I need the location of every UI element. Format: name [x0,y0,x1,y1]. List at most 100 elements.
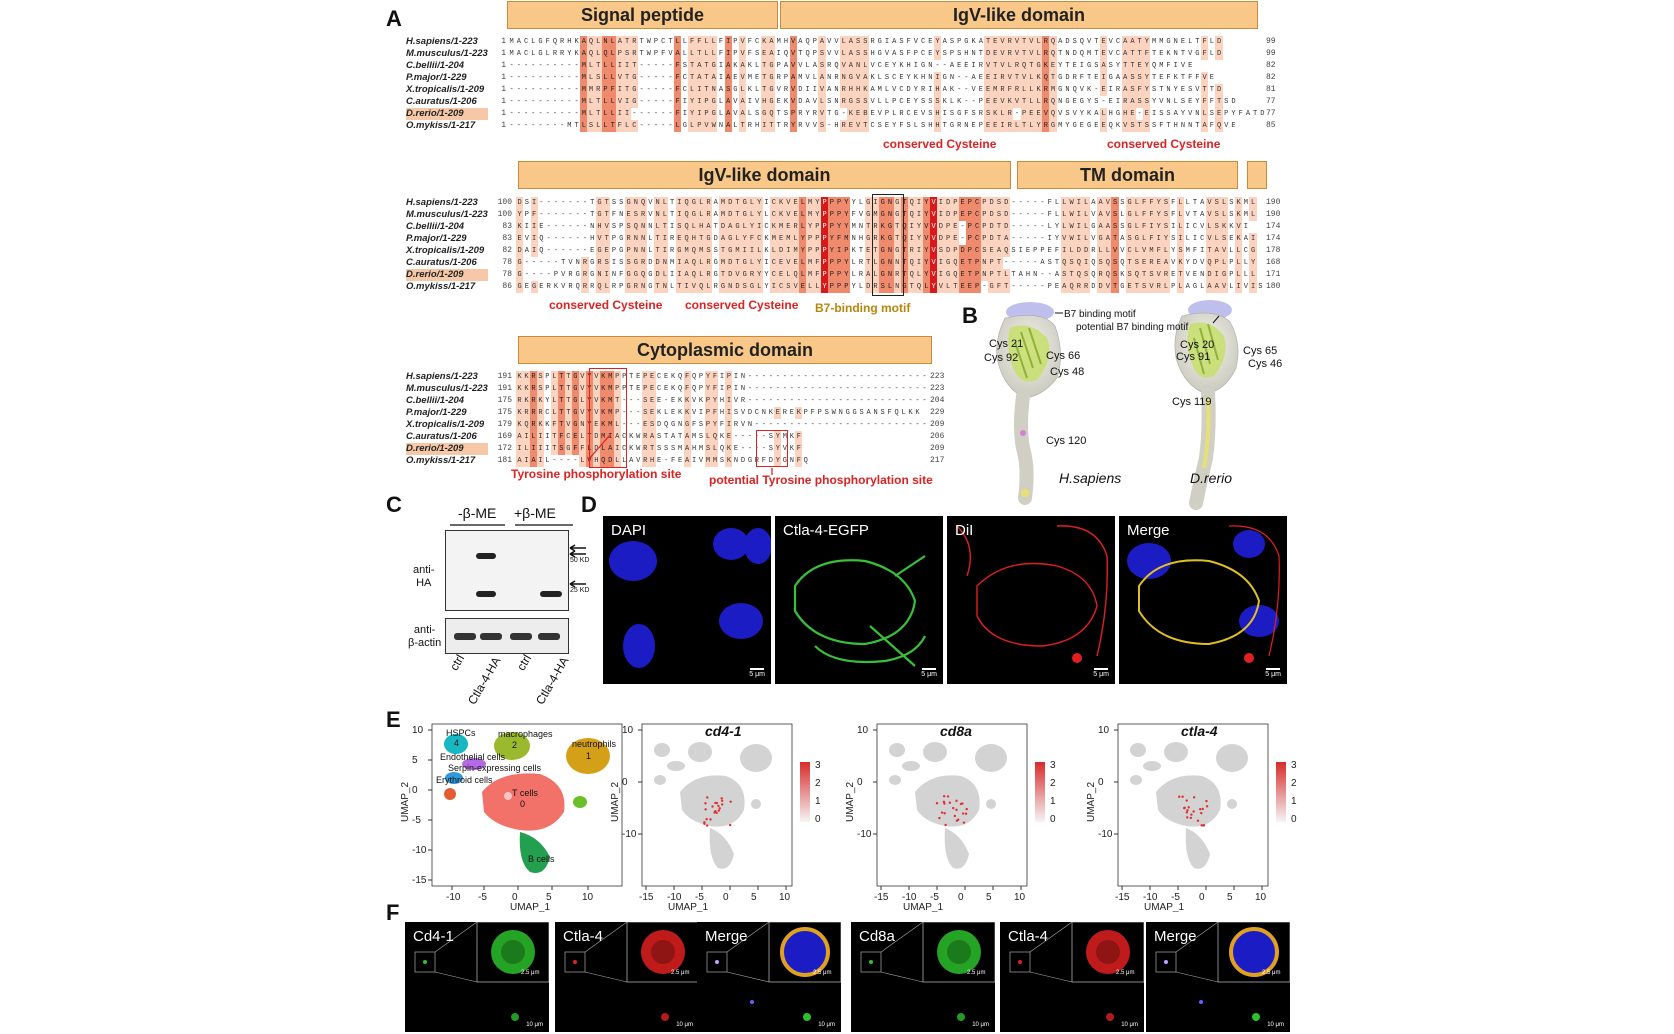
residue: T [653,245,662,257]
residue: A [718,86,724,94]
residue: D [713,235,718,243]
umap-cells [1227,799,1237,809]
residue: L [601,108,610,120]
residue: L [578,395,586,407]
residue: S [783,110,789,118]
residue: L [531,38,536,46]
species-name: P.major/1-229 [406,407,467,418]
residue: G [726,245,734,257]
residue: G [886,221,894,233]
residue: C [1200,235,1205,243]
residue: V [805,74,810,82]
residue: - [782,373,787,381]
residue: L [901,409,906,417]
residue: I [530,233,538,245]
residue: I [670,271,675,279]
residue: S [1128,72,1137,84]
residue: T [1013,72,1021,84]
residue: M [606,371,614,383]
residue: Q [805,38,810,46]
residue: D [1065,38,1070,46]
residue: P [524,211,529,219]
residue: M [509,38,514,46]
expr-dot [1201,824,1205,827]
legend-tick: 2 [815,778,821,789]
residue: E [928,38,933,46]
residue: A [847,36,855,48]
residue: C [877,62,882,70]
residue: Q [691,373,697,381]
residue: I [1075,197,1083,209]
residue: - [668,122,673,130]
residue: V [784,257,792,269]
species-name: P.major/1-229 [406,233,467,244]
residue: - [1040,199,1045,207]
residue: Y [755,257,763,269]
micro-f-title: Merge [1154,928,1197,945]
legend-tick: 0 [815,814,821,825]
residue: P [622,373,627,381]
residue: S [768,433,773,441]
residue: M [1147,245,1156,257]
residue: G [864,197,872,209]
residue: - [561,223,566,231]
residue: - [545,62,550,70]
residue: K [942,98,947,106]
residue: E [951,221,959,233]
residue: F [1155,245,1163,257]
expr-dot [948,801,952,804]
residue: R [1155,281,1163,293]
residue: S [1229,211,1234,219]
residue: - [1011,223,1016,231]
residue: A [1201,120,1209,132]
residue: E [870,110,875,118]
residue: E [1079,122,1084,130]
residue: L [1133,209,1141,221]
residue: Y [516,209,524,221]
residue: A [516,455,523,467]
lane-ctrl-1: ctrl [447,652,468,673]
residue: - [1040,211,1045,219]
residue: E [774,407,782,419]
legend-tick: 1 [1050,796,1056,807]
residue: R [834,74,839,82]
residue: K [671,373,676,381]
residue: N [601,36,610,48]
residue: N [1173,38,1178,46]
residue: - [545,122,550,130]
residue: R [998,84,1007,96]
residue: K [677,397,683,405]
residue: Q [1049,108,1057,120]
residue: V [827,50,832,58]
residue: Y [922,257,930,269]
residue: A [1099,60,1108,72]
residue: E [991,120,999,132]
residue: P [828,209,836,221]
residue: - [1018,283,1023,291]
residue: N [858,223,864,231]
potential-b7-motif-label: potential B7 binding motif [1076,322,1189,333]
residue: E [957,62,962,70]
residue: Y [1195,98,1200,106]
residue: R [560,50,565,58]
residue: F [578,443,586,455]
residue: L [578,431,586,443]
residue: R [978,110,983,118]
residue: M [580,72,588,84]
residue: T [1195,122,1200,130]
expr-dot [962,821,966,824]
residue: G [1192,283,1198,291]
residue: L [840,36,848,48]
residue: T [760,84,768,96]
residue: I [725,395,733,407]
residue: - [531,74,536,82]
residue: N [677,421,683,429]
residue: N [971,50,976,58]
residue: S [920,122,926,130]
residue: M [747,74,752,82]
residue: V [1159,98,1164,106]
residue: I [1047,235,1052,243]
